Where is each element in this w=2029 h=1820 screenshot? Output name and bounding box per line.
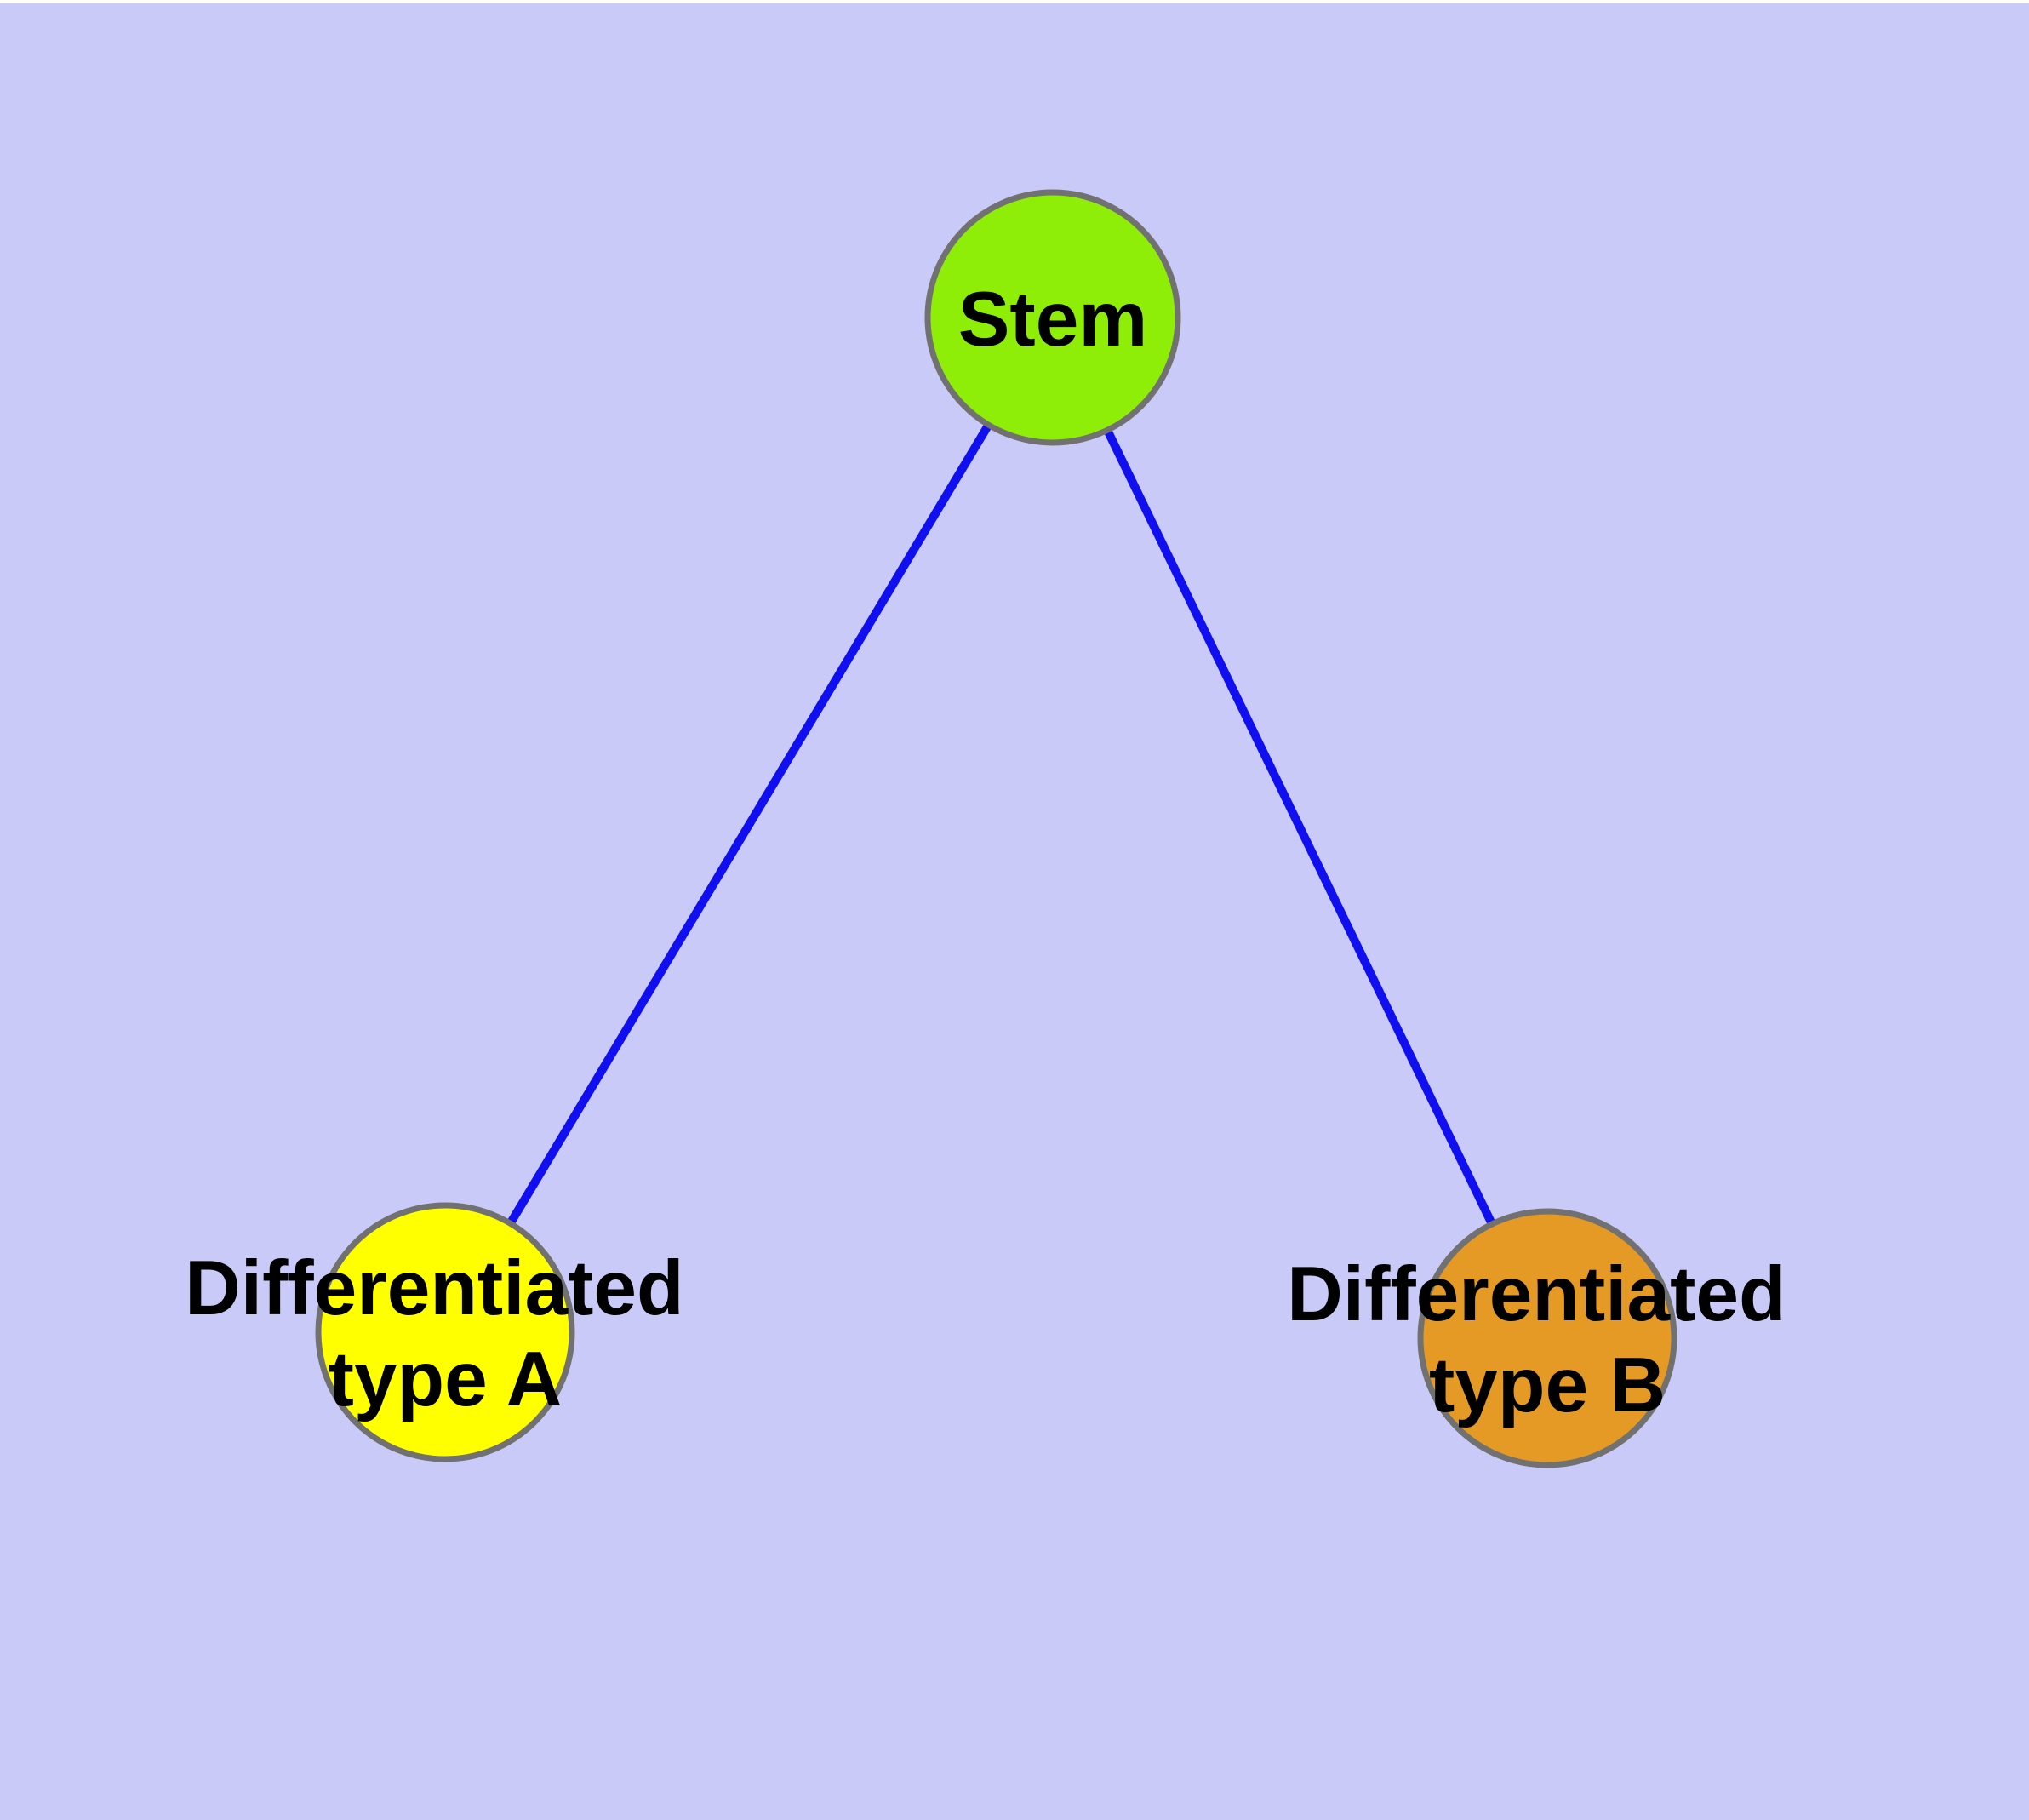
node-differentiated-type-b-label-line1: Differentiated <box>1287 1251 1786 1337</box>
node-differentiated-type-b-label: Differentiated type B <box>1287 1251 1808 1428</box>
edge-stem-to-type-b <box>1049 315 1552 1341</box>
node-stem-label: Stem <box>958 277 1148 363</box>
node-differentiated-type-b <box>1417 1208 1677 1468</box>
node-differentiated-type-a-label-line1: Differentiated <box>185 1245 684 1331</box>
node-differentiated-type-b-label-line2: type B <box>1429 1342 1666 1428</box>
node-differentiated-type-a-label: Differentiated type A <box>185 1245 706 1422</box>
node-stem <box>924 189 1181 446</box>
node-differentiated-type-a-label-line2: type A <box>329 1336 563 1422</box>
node-differentiated-type-a <box>315 1202 575 1462</box>
edge-stem-to-type-a <box>441 315 1057 1335</box>
